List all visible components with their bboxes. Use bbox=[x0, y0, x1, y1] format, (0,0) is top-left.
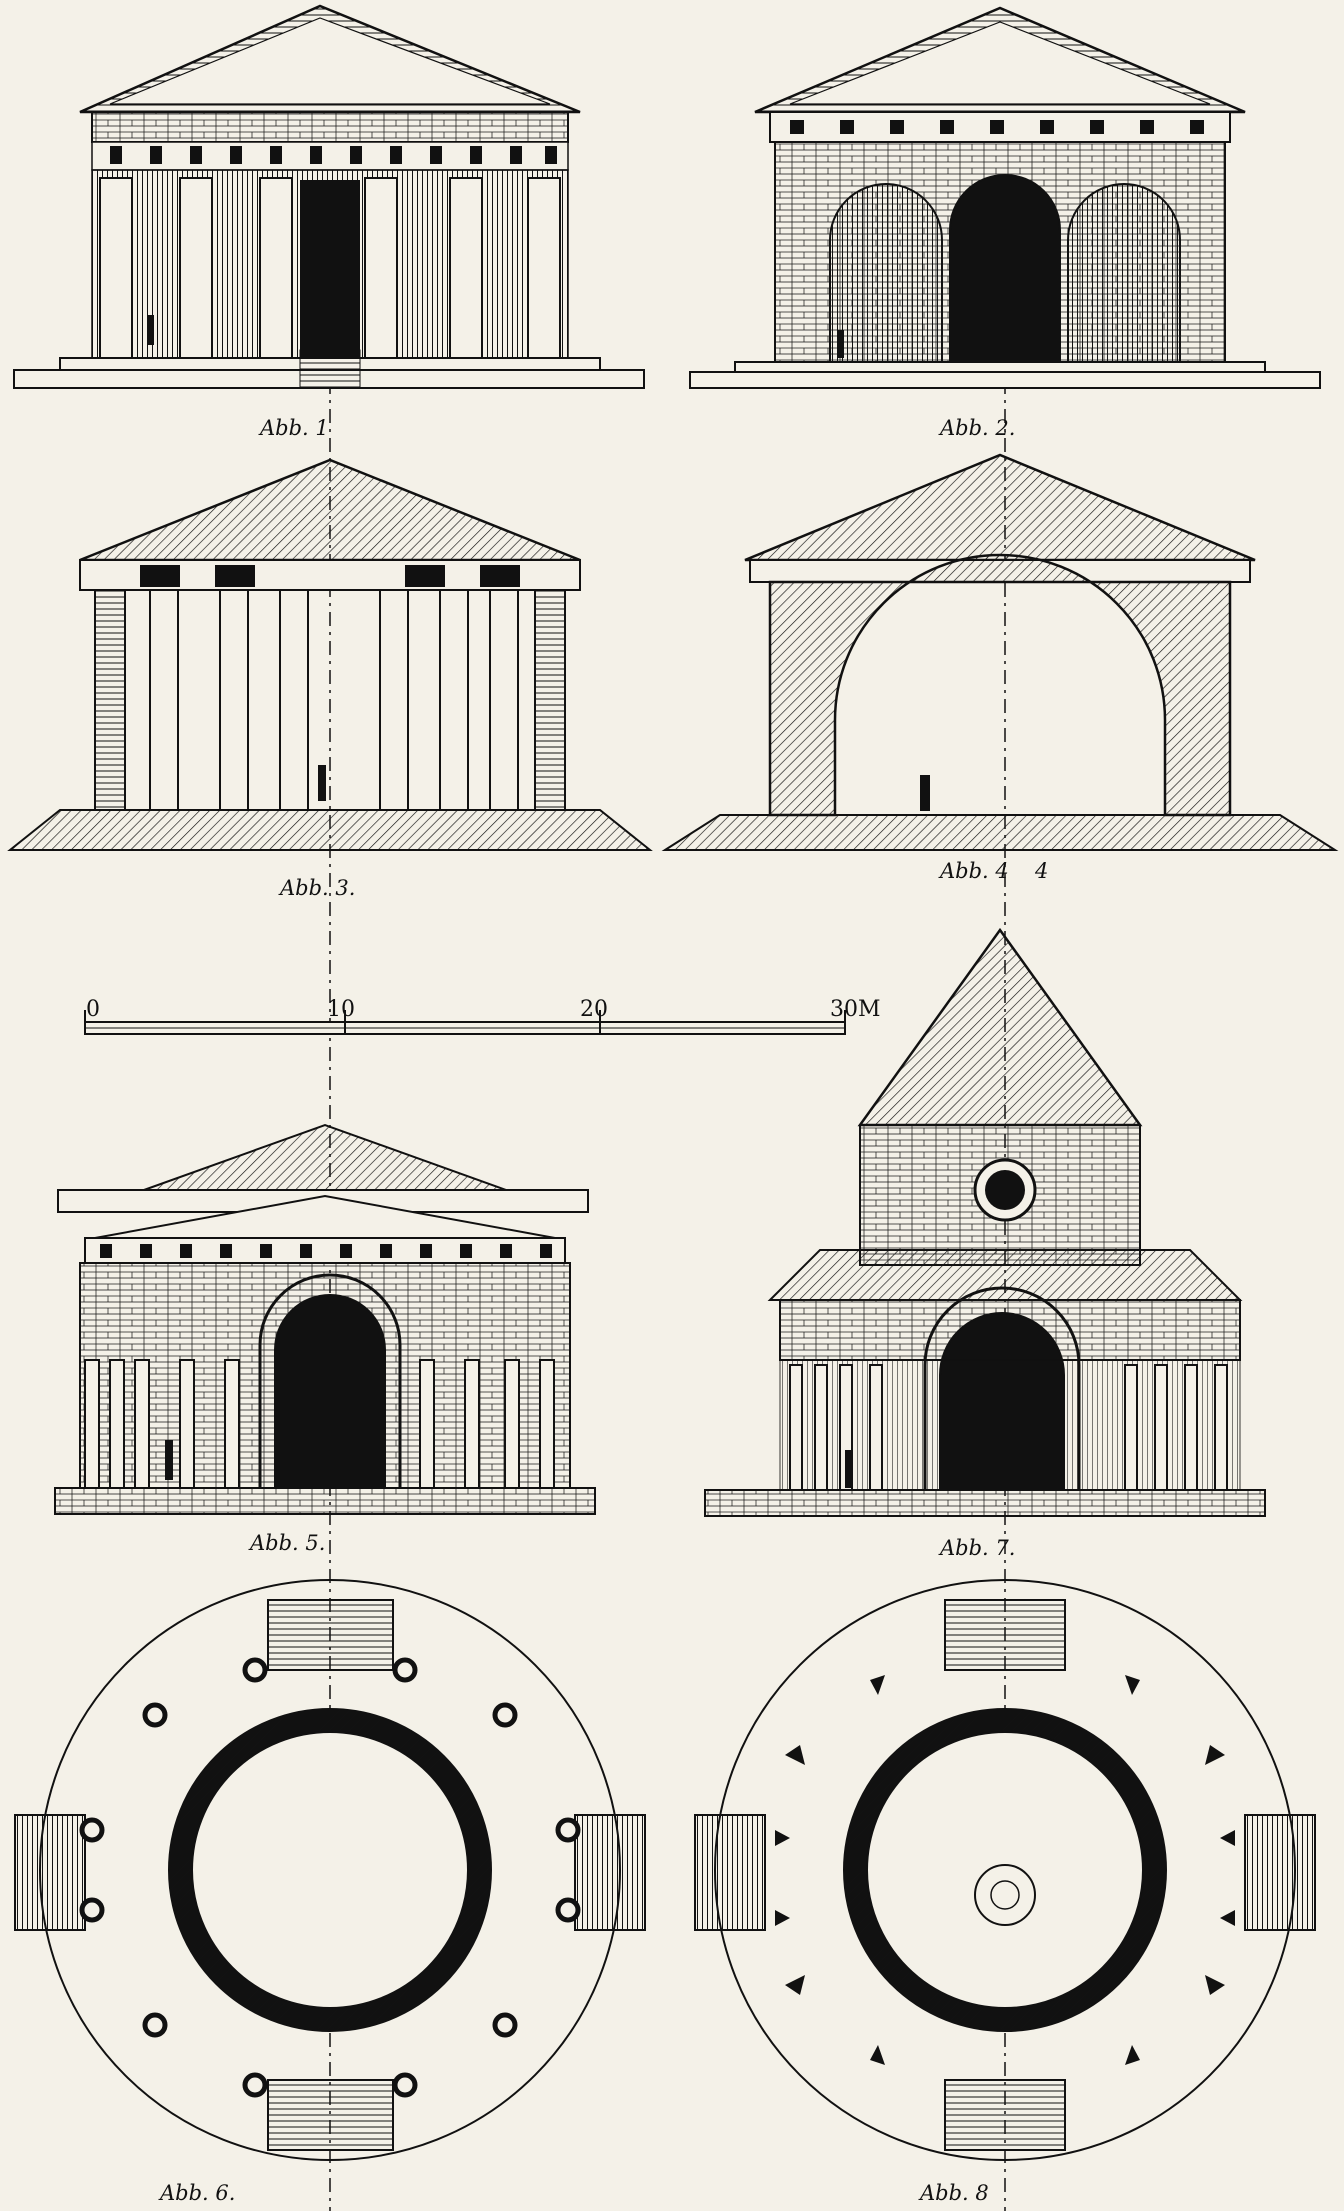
figure-7-rotunda-cone bbox=[704, 927, 1266, 1517]
figure-6-plan bbox=[14, 1579, 646, 2161]
caption-fig-1: Abb. 1 bbox=[258, 416, 329, 440]
figure-5-rotunda-portico bbox=[54, 1123, 596, 1515]
caption-fig-5: Abb. 5. bbox=[248, 1531, 325, 1555]
figure-3-section-columns bbox=[7, 458, 653, 851]
figure-4-section-arch bbox=[661, 453, 1339, 851]
caption-fig-4: Abb. 4 bbox=[938, 859, 1009, 883]
scale-bar: 0 10 20 30M bbox=[84, 997, 881, 1035]
scale-tick-10: 10 bbox=[327, 997, 355, 1022]
caption-fig-7: Abb. 7. bbox=[938, 1536, 1015, 1560]
figure-2-arcade-front bbox=[689, 6, 1321, 389]
caption-fig-2: Abb. 2. bbox=[938, 416, 1015, 440]
figure-1-temple-front bbox=[13, 4, 645, 389]
caption-fig-6: Abb. 6. bbox=[158, 2181, 235, 2205]
scale-tick-0: 0 bbox=[86, 997, 100, 1022]
caption-fig-3: Abb. 3. bbox=[278, 876, 355, 900]
scale-tick-30m: 30M bbox=[830, 997, 881, 1022]
caption-fig-8: Abb. 8 bbox=[918, 2181, 989, 2205]
figure-8-plan bbox=[694, 1579, 1316, 2161]
scale-tick-20: 20 bbox=[580, 997, 608, 1022]
caption-fig-4-number: 4 bbox=[1034, 859, 1048, 883]
